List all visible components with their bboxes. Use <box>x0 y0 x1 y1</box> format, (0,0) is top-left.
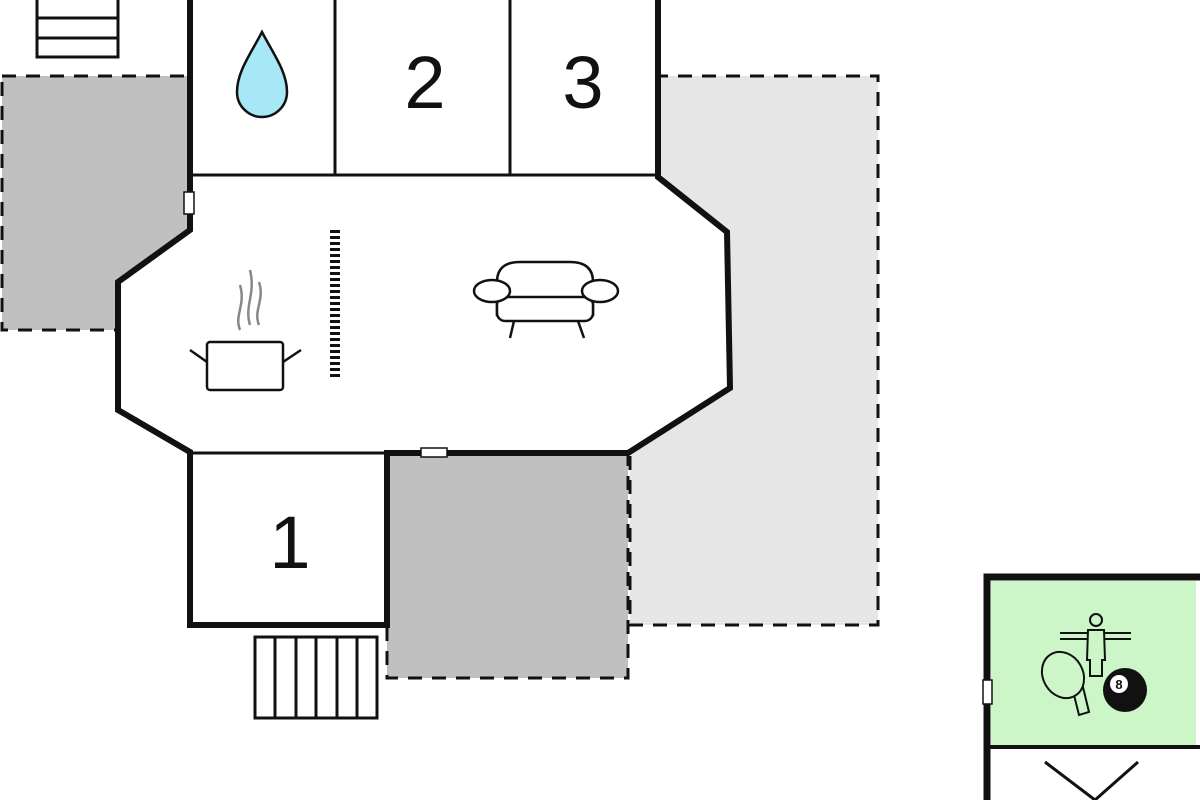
ping-pong-icon <box>1040 650 1091 717</box>
game-room <box>982 573 1200 800</box>
room-label-2: 2 <box>404 41 445 124</box>
window <box>183 191 195 215</box>
eight-ball-icon: 8 <box>1103 668 1147 712</box>
room-label-1: 1 <box>269 501 310 584</box>
ball-number: 8 <box>1115 677 1122 692</box>
sofa-icon <box>472 260 620 339</box>
interior-walls <box>190 0 658 455</box>
cross-icon <box>1044 760 1139 800</box>
house-outline <box>115 0 734 628</box>
foosball-icon <box>1060 613 1131 677</box>
room-label-3: 3 <box>562 41 603 124</box>
cooking-pot-icon <box>189 269 302 392</box>
stairs-icon <box>253 635 379 720</box>
water-drop-icon <box>235 29 289 119</box>
window <box>420 447 448 458</box>
terrace-bottom <box>385 451 630 680</box>
window <box>982 679 993 705</box>
stairs-icon <box>35 0 120 59</box>
